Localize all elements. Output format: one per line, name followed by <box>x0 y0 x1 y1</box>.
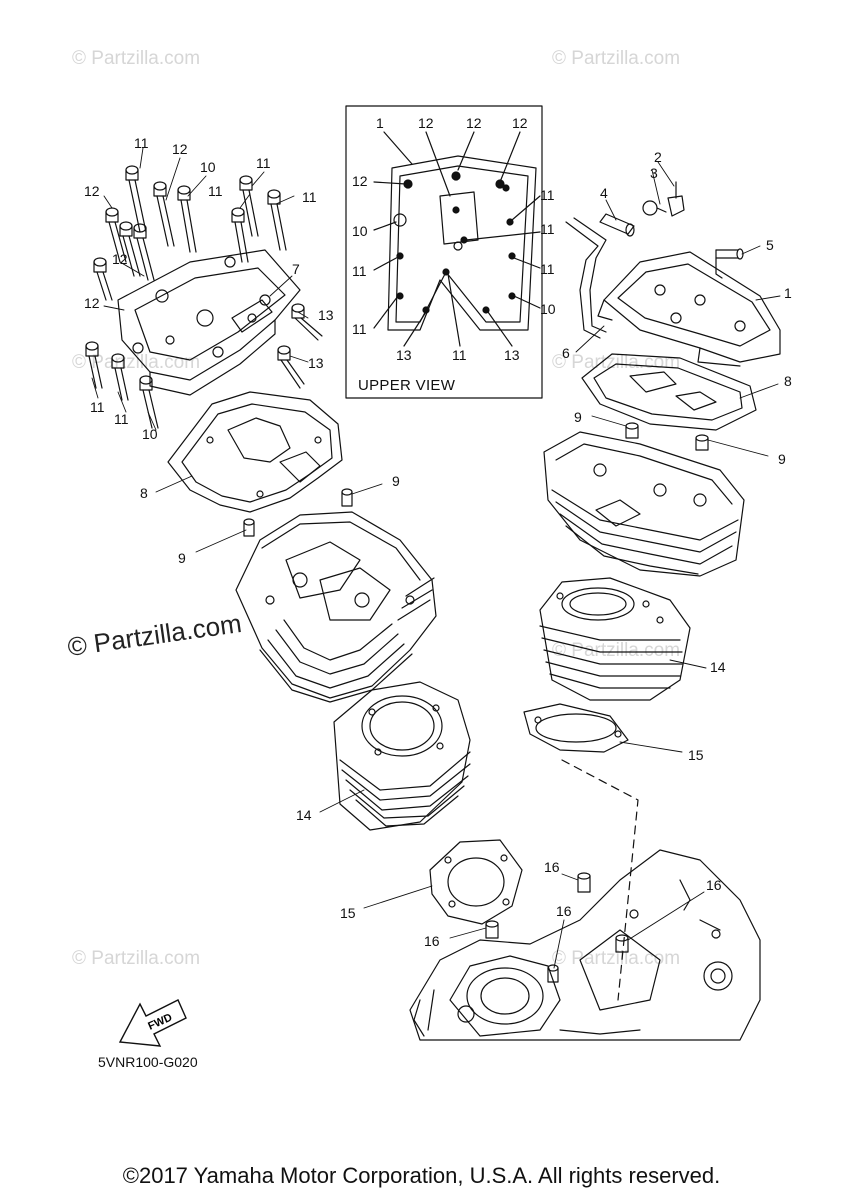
watermark: © Partzilla.com <box>552 352 681 373</box>
callout-label: 6 <box>562 345 570 361</box>
crankcase-dowels <box>485 872 629 983</box>
crankcase <box>409 849 761 1041</box>
callout-label: 14 <box>296 807 312 823</box>
right-base-gasket <box>523 703 629 753</box>
callout-label: 11 <box>114 411 129 427</box>
watermark: © Partzilla.com <box>552 640 681 661</box>
callout-label: 11 <box>90 399 105 415</box>
upper-view-title: UPPER VIEW <box>358 377 456 394</box>
watermark: © Partzilla.com <box>72 48 201 69</box>
alignment-lines <box>561 759 639 1001</box>
leader-lines <box>91 147 781 969</box>
callout-label: 15 <box>340 905 356 921</box>
callout-label: 4 <box>600 185 608 201</box>
callout-label: 13 <box>318 307 334 323</box>
inset-callout: 10 <box>540 301 556 317</box>
callout-label: 16 <box>706 877 722 893</box>
inset-callout: 11 <box>452 347 467 363</box>
callout-label: 13 <box>308 355 324 371</box>
right-cylinder-head <box>543 431 745 577</box>
callout-label: 14 <box>710 659 726 675</box>
inset-callout: 11 <box>352 263 367 279</box>
right-dowels <box>625 422 709 451</box>
fwd-arrow-icon <box>118 999 187 1047</box>
callout-label: 16 <box>424 933 440 949</box>
right-head-cover <box>597 251 781 367</box>
watermark: © Partzilla.com <box>72 948 201 969</box>
callout-label: 9 <box>574 409 582 425</box>
fwd-label: FWD <box>146 1012 174 1033</box>
watermark: © Partzilla.com <box>72 352 201 373</box>
callout-label: 12 <box>172 141 188 157</box>
inset-callout: 12 <box>352 173 368 189</box>
inset-callout: 1 <box>376 115 384 131</box>
inset-callout: 11 <box>352 321 367 337</box>
callout-label: 11 <box>302 189 317 205</box>
watermark: © Partzilla.com <box>552 948 681 969</box>
callout-label: 10 <box>200 159 216 175</box>
upper-view-inset <box>345 105 543 399</box>
callout-label: 1 <box>784 285 792 301</box>
diagram-code: 5VNR100-G020 <box>98 1054 198 1070</box>
callout-label: 16 <box>556 903 572 919</box>
callout-label: 9 <box>178 550 186 566</box>
clamp-and-fittings <box>642 181 744 279</box>
callout-label: 11 <box>134 135 149 151</box>
right-cylinder <box>539 577 691 701</box>
callout-label: 10 <box>142 426 158 442</box>
callout-label: 8 <box>140 485 148 501</box>
inset-callout: 11 <box>540 221 555 237</box>
callout-label: 11 <box>208 183 223 199</box>
inset-callout: 10 <box>352 223 368 239</box>
left-cover-gasket <box>167 391 343 513</box>
callout-label: 12 <box>84 295 100 311</box>
copyright-notice: ©2017 Yamaha Motor Corporation, U.S.A. A… <box>122 1163 721 1188</box>
inset-callout: 11 <box>540 187 555 203</box>
callout-label: 11 <box>256 155 271 171</box>
left-cover-bolts <box>85 165 323 429</box>
callout-label: 7 <box>292 261 300 277</box>
callout-label: 12 <box>112 251 128 267</box>
callout-label: 15 <box>688 747 704 763</box>
callout-label: 2 <box>654 149 662 165</box>
left-base-gasket <box>429 839 523 925</box>
right-cover-gasket <box>581 353 757 431</box>
left-cylinder-head <box>235 511 437 703</box>
callout-label: 12 <box>84 183 100 199</box>
callout-label: 8 <box>784 373 792 389</box>
callout-label: 9 <box>778 451 786 467</box>
inset-callout: 12 <box>512 115 528 131</box>
inset-callout: 12 <box>466 115 482 131</box>
left-dowels <box>243 488 353 537</box>
callout-label: 3 <box>650 165 658 181</box>
inset-callout: 13 <box>504 347 520 363</box>
inset-callout: 13 <box>396 347 412 363</box>
callout-label: 5 <box>766 237 774 253</box>
inset-callout: 12 <box>418 115 434 131</box>
watermark: © Partzilla.com <box>552 48 681 69</box>
breather-hose <box>565 213 635 339</box>
callout-label: 9 <box>392 473 400 489</box>
left-cylinder <box>333 681 471 831</box>
inset-callout: 11 <box>540 261 555 277</box>
callout-label: 16 <box>544 859 560 875</box>
